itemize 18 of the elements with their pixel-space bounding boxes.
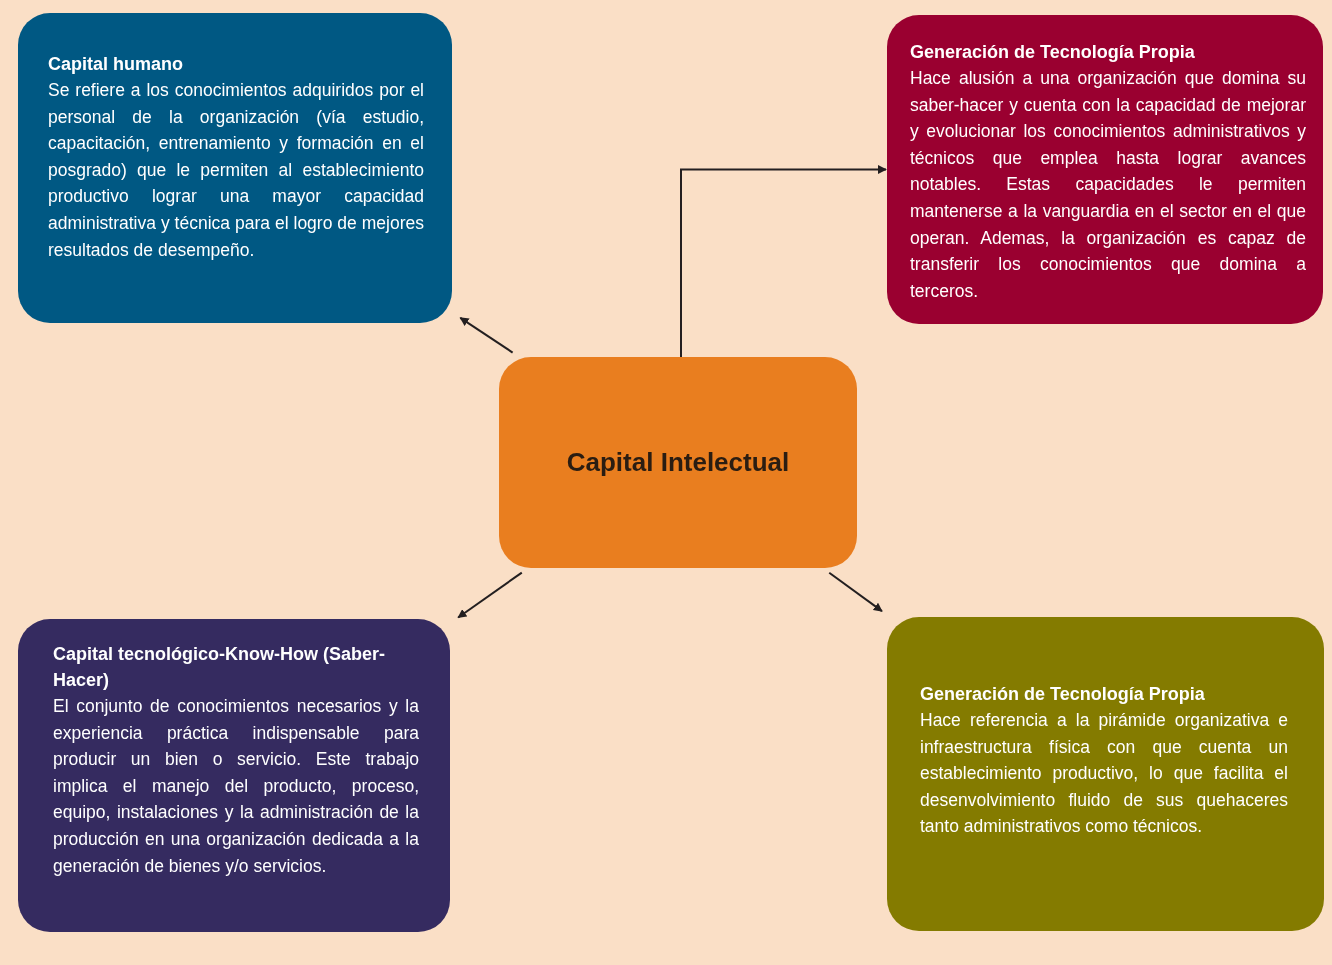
arrow [457, 571, 523, 619]
node-heading: Capital humano [48, 53, 184, 76]
topic-box [18, 13, 452, 323]
topic-box [18, 619, 450, 932]
central-box [499, 357, 857, 568]
node-description: Hace alusión a una organización que domina su saber-hacer y cuenta con la capacidad de mejorar y evolucionar los conocimientos administrativos y técnicos que emplea hasta lograr avances notables. Estas capacidades le permiten mantenerse a la vanguardia en el sector en el que operan. Ademas, la organización es capaz de transferir los conocimientos que domina a terceros. [910, 67, 1306, 303]
node-heading: Capital tecnológico-Know-How (Saber-Hacer) [53, 643, 386, 692]
node-title: Capital Intelectual [565, 447, 791, 478]
topic-box [887, 617, 1324, 931]
topic-box [887, 15, 1323, 324]
node-heading: Generación de Tecnología Propia [920, 683, 1206, 706]
node-description: El conjunto de conocimientos necesarios y la experiencia práctica indispensable para producir un bien o servicio. Este trabajo implica el manejo del producto, proceso, equipo, instalaciones y la administración de la producción en una organización dedicada a la generación de bienes y/o servicios. [53, 695, 419, 878]
arrow [828, 571, 883, 613]
node-heading: Generación de Tecnología Propia [910, 41, 1196, 64]
node-description: Hace referencia a la pirámide organizativa e infraestructura física con que cuenta un establecimiento productivo, lo que facilita el desenvolvimiento fluido de sus quehaceres tanto administrativos como técnicos. [920, 709, 1288, 839]
arrow [459, 316, 514, 354]
node-description: Se refiere a los conocimientos adquiridos por el personal de la organización (vía estudio, capacitación, entrenamiento y formación en el posgrado) que le permiten al establecimiento productivo lograr una mayor capacidad administrativa y técnica para el logro de mejores resultados de desempeño. [48, 79, 424, 262]
arrow [680, 165, 887, 358]
